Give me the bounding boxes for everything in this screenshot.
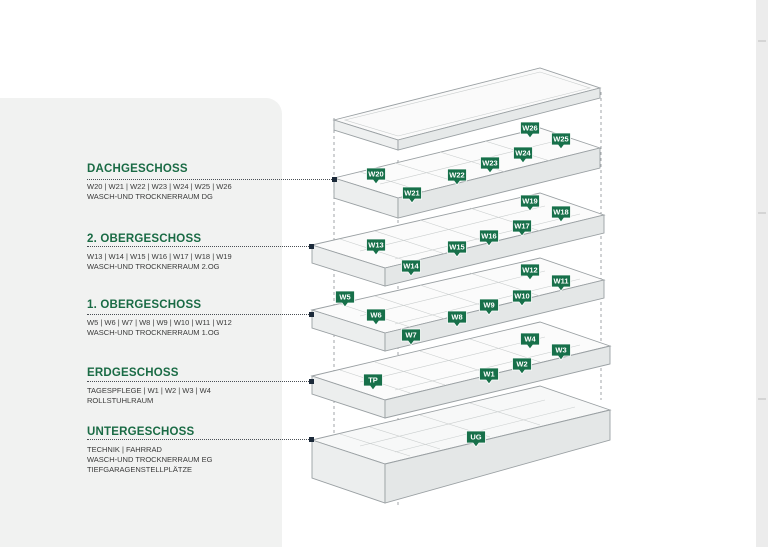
unit-tag-label: W7 xyxy=(405,331,416,340)
unit-tag-w8: W8 xyxy=(447,310,467,328)
leader-line xyxy=(87,314,311,315)
unit-tag-label: W12 xyxy=(522,266,537,275)
leader-dot xyxy=(309,244,314,249)
unit-tag-w17: W17 xyxy=(512,219,532,237)
unit-tag-w25: W25 xyxy=(551,132,571,150)
level-extra: WASCH-UND TROCKNERRAUM DG xyxy=(87,192,213,201)
level-extra: WASCH-UND TROCKNERRAUM 2.OG xyxy=(87,262,220,271)
unit-tag-label: TP xyxy=(368,376,378,385)
unit-tag-label: W15 xyxy=(449,243,464,252)
unit-tag-label: UG xyxy=(470,433,481,442)
unit-tag-label: W8 xyxy=(451,313,462,322)
unit-tag-label: W24 xyxy=(515,149,531,158)
right-edge-strip xyxy=(756,0,768,547)
leader-line xyxy=(87,381,311,382)
unit-tag-ug: UG xyxy=(466,430,486,448)
unit-tag-w26: W26 xyxy=(520,121,540,139)
level-erdgeschoss: ERDGESCHOSS TAGESPFLEGE | W1 | W2 | W3 |… xyxy=(87,366,317,406)
unit-tag-w22: W22 xyxy=(447,168,467,186)
unit-tag-label: W11 xyxy=(553,277,568,286)
unit-tag-tp: TP xyxy=(363,373,383,391)
unit-tag-label: W25 xyxy=(553,135,568,144)
unit-tag-w2: W2 xyxy=(512,357,532,375)
unit-tag-label: W17 xyxy=(514,222,529,231)
unit-tag-label: W1 xyxy=(483,370,494,379)
unit-tag-label: W4 xyxy=(524,335,536,344)
unit-tag-label: W26 xyxy=(522,124,537,133)
leader-dot xyxy=(309,312,314,317)
unit-tag-label: W16 xyxy=(481,232,496,241)
level-1-obergeschoss: 1. OBERGESCHOSS W5 | W6 | W7 | W8 | W9 |… xyxy=(87,298,317,338)
unit-tag-label: W6 xyxy=(370,311,381,320)
unit-tag-w10: W10 xyxy=(512,289,532,307)
level-extra: TIEFGARAGENSTELLPLÄTZE xyxy=(87,465,193,474)
level-extra: WASCH-UND TROCKNERRAUM EG xyxy=(87,455,213,464)
unit-tag-w15: W15 xyxy=(447,240,467,258)
unit-tag-w12: W12 xyxy=(520,263,540,281)
unit-tag-w4: W4 xyxy=(520,332,540,350)
unit-tag-w18: W18 xyxy=(551,205,571,223)
unit-tag-w24: W24 xyxy=(513,146,533,164)
roof xyxy=(332,67,602,151)
level-units: W20 | W21 | W22 | W23 | W24 | W25 | W26 xyxy=(87,182,232,191)
level-units: W13 | W14 | W15 | W16 | W17 | W18 | W19 xyxy=(87,252,232,261)
level-title: 2. OBERGESCHOSS xyxy=(87,233,202,245)
leader-line xyxy=(87,439,311,440)
unit-tag-label: W9 xyxy=(483,301,494,310)
level-extra: ROLLSTUHLRAUM xyxy=(87,396,154,405)
unit-tag-w11: W11 xyxy=(551,274,571,292)
unit-tag-label: W18 xyxy=(553,208,568,217)
unit-tag-label: W22 xyxy=(449,171,464,180)
unit-tag-w6: W6 xyxy=(366,308,386,326)
level-units: W5 | W6 | W7 | W8 | W9 | W10 | W11 | W12 xyxy=(87,318,232,327)
unit-tag-w14: W14 xyxy=(401,259,421,277)
legend-panel xyxy=(0,98,282,547)
unit-tag-label: W2 xyxy=(516,360,527,369)
leader-dot xyxy=(309,379,314,384)
unit-tag-w21: W21 xyxy=(402,186,422,204)
unit-tag-label: W3 xyxy=(555,346,566,355)
unit-tag-w13: W13 xyxy=(366,238,386,256)
unit-tag-label: W5 xyxy=(339,293,350,302)
unit-tag-w9: W9 xyxy=(479,298,499,316)
level-units: TAGESPFLEGE | W1 | W2 | W3 | W4 xyxy=(87,386,211,395)
leader-dot xyxy=(332,177,337,182)
unit-tag-label: W19 xyxy=(522,197,537,206)
level-dachgeschoss: DACHGESCHOSS W20 | W21 | W22 | W23 | W24… xyxy=(87,162,337,202)
level-units: TECHNIK | FAHRRAD xyxy=(87,445,162,454)
unit-tag-w7: W7 xyxy=(401,328,421,346)
level-2-obergeschoss: 2. OBERGESCHOSS W13 | W14 | W15 | W16 | … xyxy=(87,232,317,272)
floor-dachgeschoss xyxy=(332,127,602,219)
unit-tag-label: W21 xyxy=(404,189,419,198)
level-title: DACHGESCHOSS xyxy=(87,163,188,175)
unit-tag-label: W13 xyxy=(368,241,383,250)
unit-tag-w16: W16 xyxy=(479,229,499,247)
unit-tag-label: W10 xyxy=(514,292,529,301)
floor-untergeschoss xyxy=(310,385,612,504)
unit-tag-label: W20 xyxy=(368,170,383,179)
level-untergeschoss: UNTERGESCHOSS TECHNIK | FAHRRAD WASCH-UN… xyxy=(87,425,317,475)
unit-tag-label: W14 xyxy=(403,262,419,271)
unit-tag-w5: W5 xyxy=(335,290,355,308)
unit-tag-w1: W1 xyxy=(479,367,499,385)
unit-tag-w19: W19 xyxy=(520,194,540,212)
level-title: ERDGESCHOSS xyxy=(87,367,179,379)
leader-line xyxy=(87,179,334,180)
level-extra: WASCH-UND TROCKNERRAUM 1.OG xyxy=(87,328,220,337)
level-title: 1. OBERGESCHOSS xyxy=(87,299,202,311)
unit-tag-w3: W3 xyxy=(551,343,571,361)
unit-tag-w23: W23 xyxy=(480,156,500,174)
leader-line xyxy=(87,246,311,247)
unit-tag-label: W23 xyxy=(482,159,497,168)
leader-dot xyxy=(309,437,314,442)
unit-tag-w20: W20 xyxy=(366,167,386,185)
level-title: UNTERGESCHOSS xyxy=(87,426,195,438)
